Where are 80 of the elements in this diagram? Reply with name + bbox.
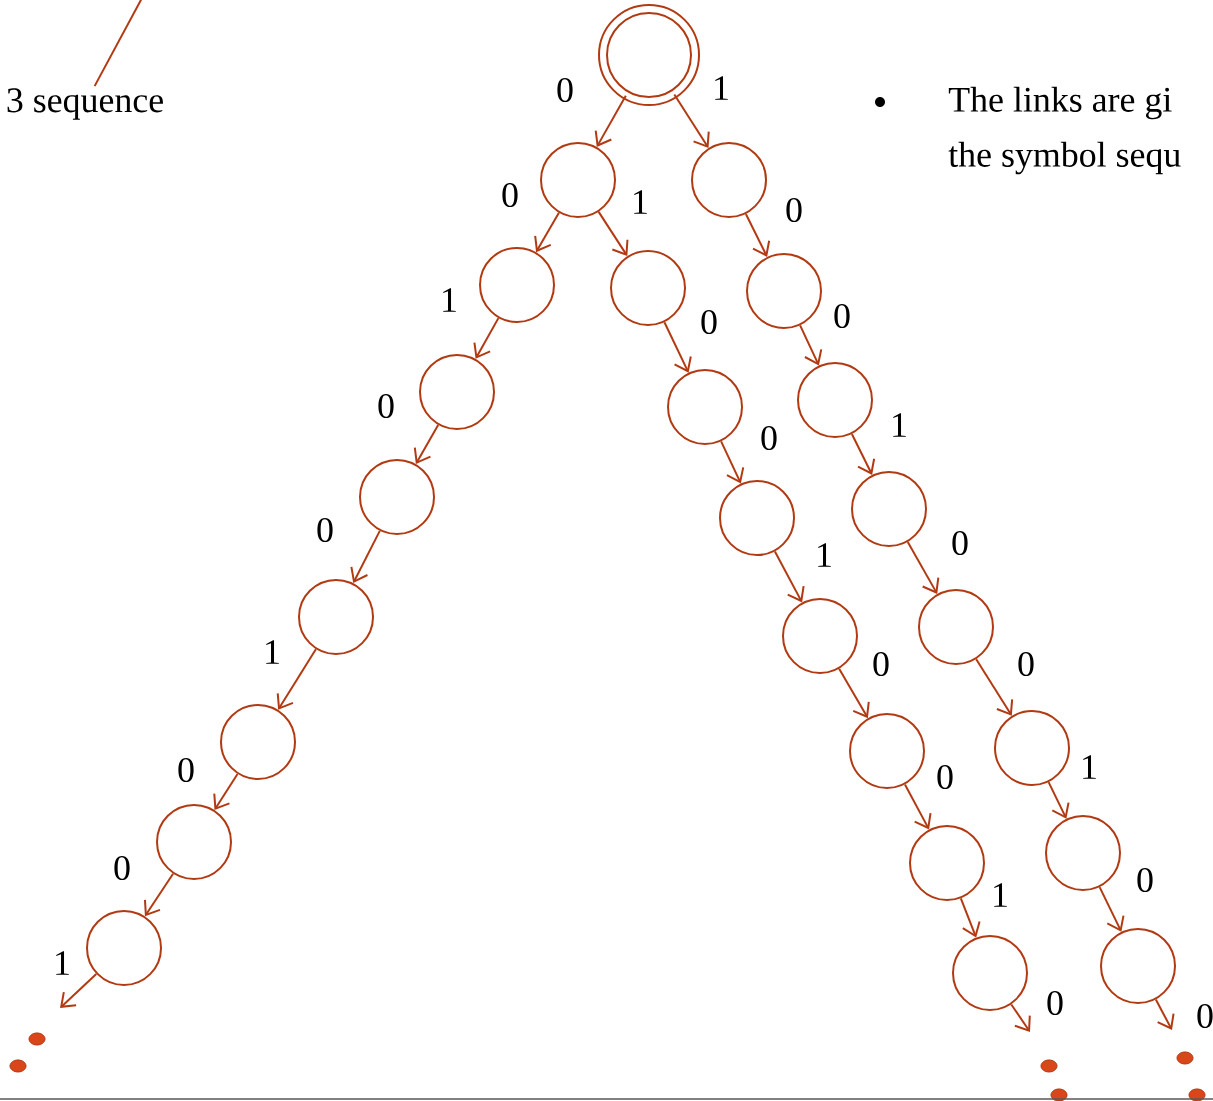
state-circle: [797, 362, 873, 438]
edge-label: 0: [786, 197, 802, 223]
edge-label: 0: [761, 425, 777, 451]
state-circle: [1045, 815, 1121, 891]
state-circle: [849, 713, 925, 789]
state-circle: [298, 579, 374, 655]
arrow: [663, 321, 692, 373]
state-circle: [851, 471, 927, 547]
state-circle: [540, 142, 616, 218]
edge-label: 0: [557, 77, 573, 103]
state-circle: [1100, 928, 1176, 1004]
leader-line: [93, 0, 143, 88]
arrow: [413, 424, 440, 464]
edge-label: 1: [994, 883, 1007, 907]
edge-label: 0: [1018, 651, 1034, 677]
edge-label: 1: [1083, 755, 1096, 779]
state-circle: [610, 250, 686, 326]
arrow: [906, 541, 940, 594]
arrow: [903, 783, 932, 830]
arrow: [773, 550, 805, 603]
state-circle: [86, 910, 162, 986]
arrow: [850, 433, 876, 475]
edge-label: 1: [443, 288, 456, 312]
edge-label: 0: [701, 309, 717, 335]
edge-label: 0: [1047, 990, 1063, 1016]
start-state-circle: [598, 4, 700, 106]
arrow: [473, 317, 500, 359]
edge-label: 1: [818, 543, 831, 567]
arrow: [975, 658, 1014, 716]
arrow: [594, 94, 627, 147]
state-circle: [782, 598, 858, 674]
arrow: [60, 973, 98, 1008]
edge-label: 0: [834, 303, 850, 329]
state-circle: [691, 142, 767, 218]
state-circle: [909, 825, 985, 901]
arrow: [276, 648, 317, 710]
edge-label: 1: [634, 190, 647, 214]
edge-label: 0: [1197, 1003, 1213, 1029]
arrow: [350, 529, 381, 584]
state-circle: [952, 935, 1028, 1011]
state-circle: [667, 369, 743, 445]
arrow: [799, 324, 823, 366]
state-circle: [746, 253, 822, 329]
state-circle: [359, 459, 435, 535]
arrow: [143, 872, 175, 917]
arrow: [720, 440, 745, 484]
bullet-text: the symbol sequ: [948, 141, 1181, 175]
arrow: [213, 773, 239, 810]
state-circle: [994, 710, 1070, 786]
edge-label: 1: [893, 413, 906, 437]
edge-label: 1: [715, 76, 728, 100]
arrow: [673, 93, 710, 148]
edge-label: 0: [937, 764, 953, 790]
state-circle: [156, 804, 232, 880]
arrow: [1098, 886, 1125, 932]
state-circle: [220, 704, 296, 780]
arrow: [1010, 1003, 1031, 1032]
edge-label: 0: [378, 393, 394, 419]
arrow: [1154, 998, 1175, 1030]
arrow: [959, 897, 981, 938]
arrow: [597, 210, 629, 257]
edge-label: 0: [502, 182, 518, 208]
state-circle: [719, 480, 795, 556]
state-circle: [419, 354, 495, 430]
arrow: [534, 211, 560, 253]
state-circle: [918, 589, 994, 665]
edge-label: 0: [114, 855, 130, 881]
arrow: [1047, 781, 1070, 819]
edge-label: 0: [873, 651, 889, 677]
state-circle: [479, 247, 555, 323]
edge-label: 1: [266, 640, 279, 664]
edge-label: 0: [1137, 867, 1153, 893]
edge-label: 1: [56, 951, 69, 975]
bullet-text: The links are gi: [948, 86, 1172, 120]
edge-label: 0: [317, 517, 333, 543]
arrow: [838, 667, 870, 719]
edge-label: 0: [178, 757, 194, 783]
arrow: [744, 213, 771, 257]
leader-text: 3 sequence: [7, 88, 163, 120]
edge-label: 0: [952, 530, 968, 556]
